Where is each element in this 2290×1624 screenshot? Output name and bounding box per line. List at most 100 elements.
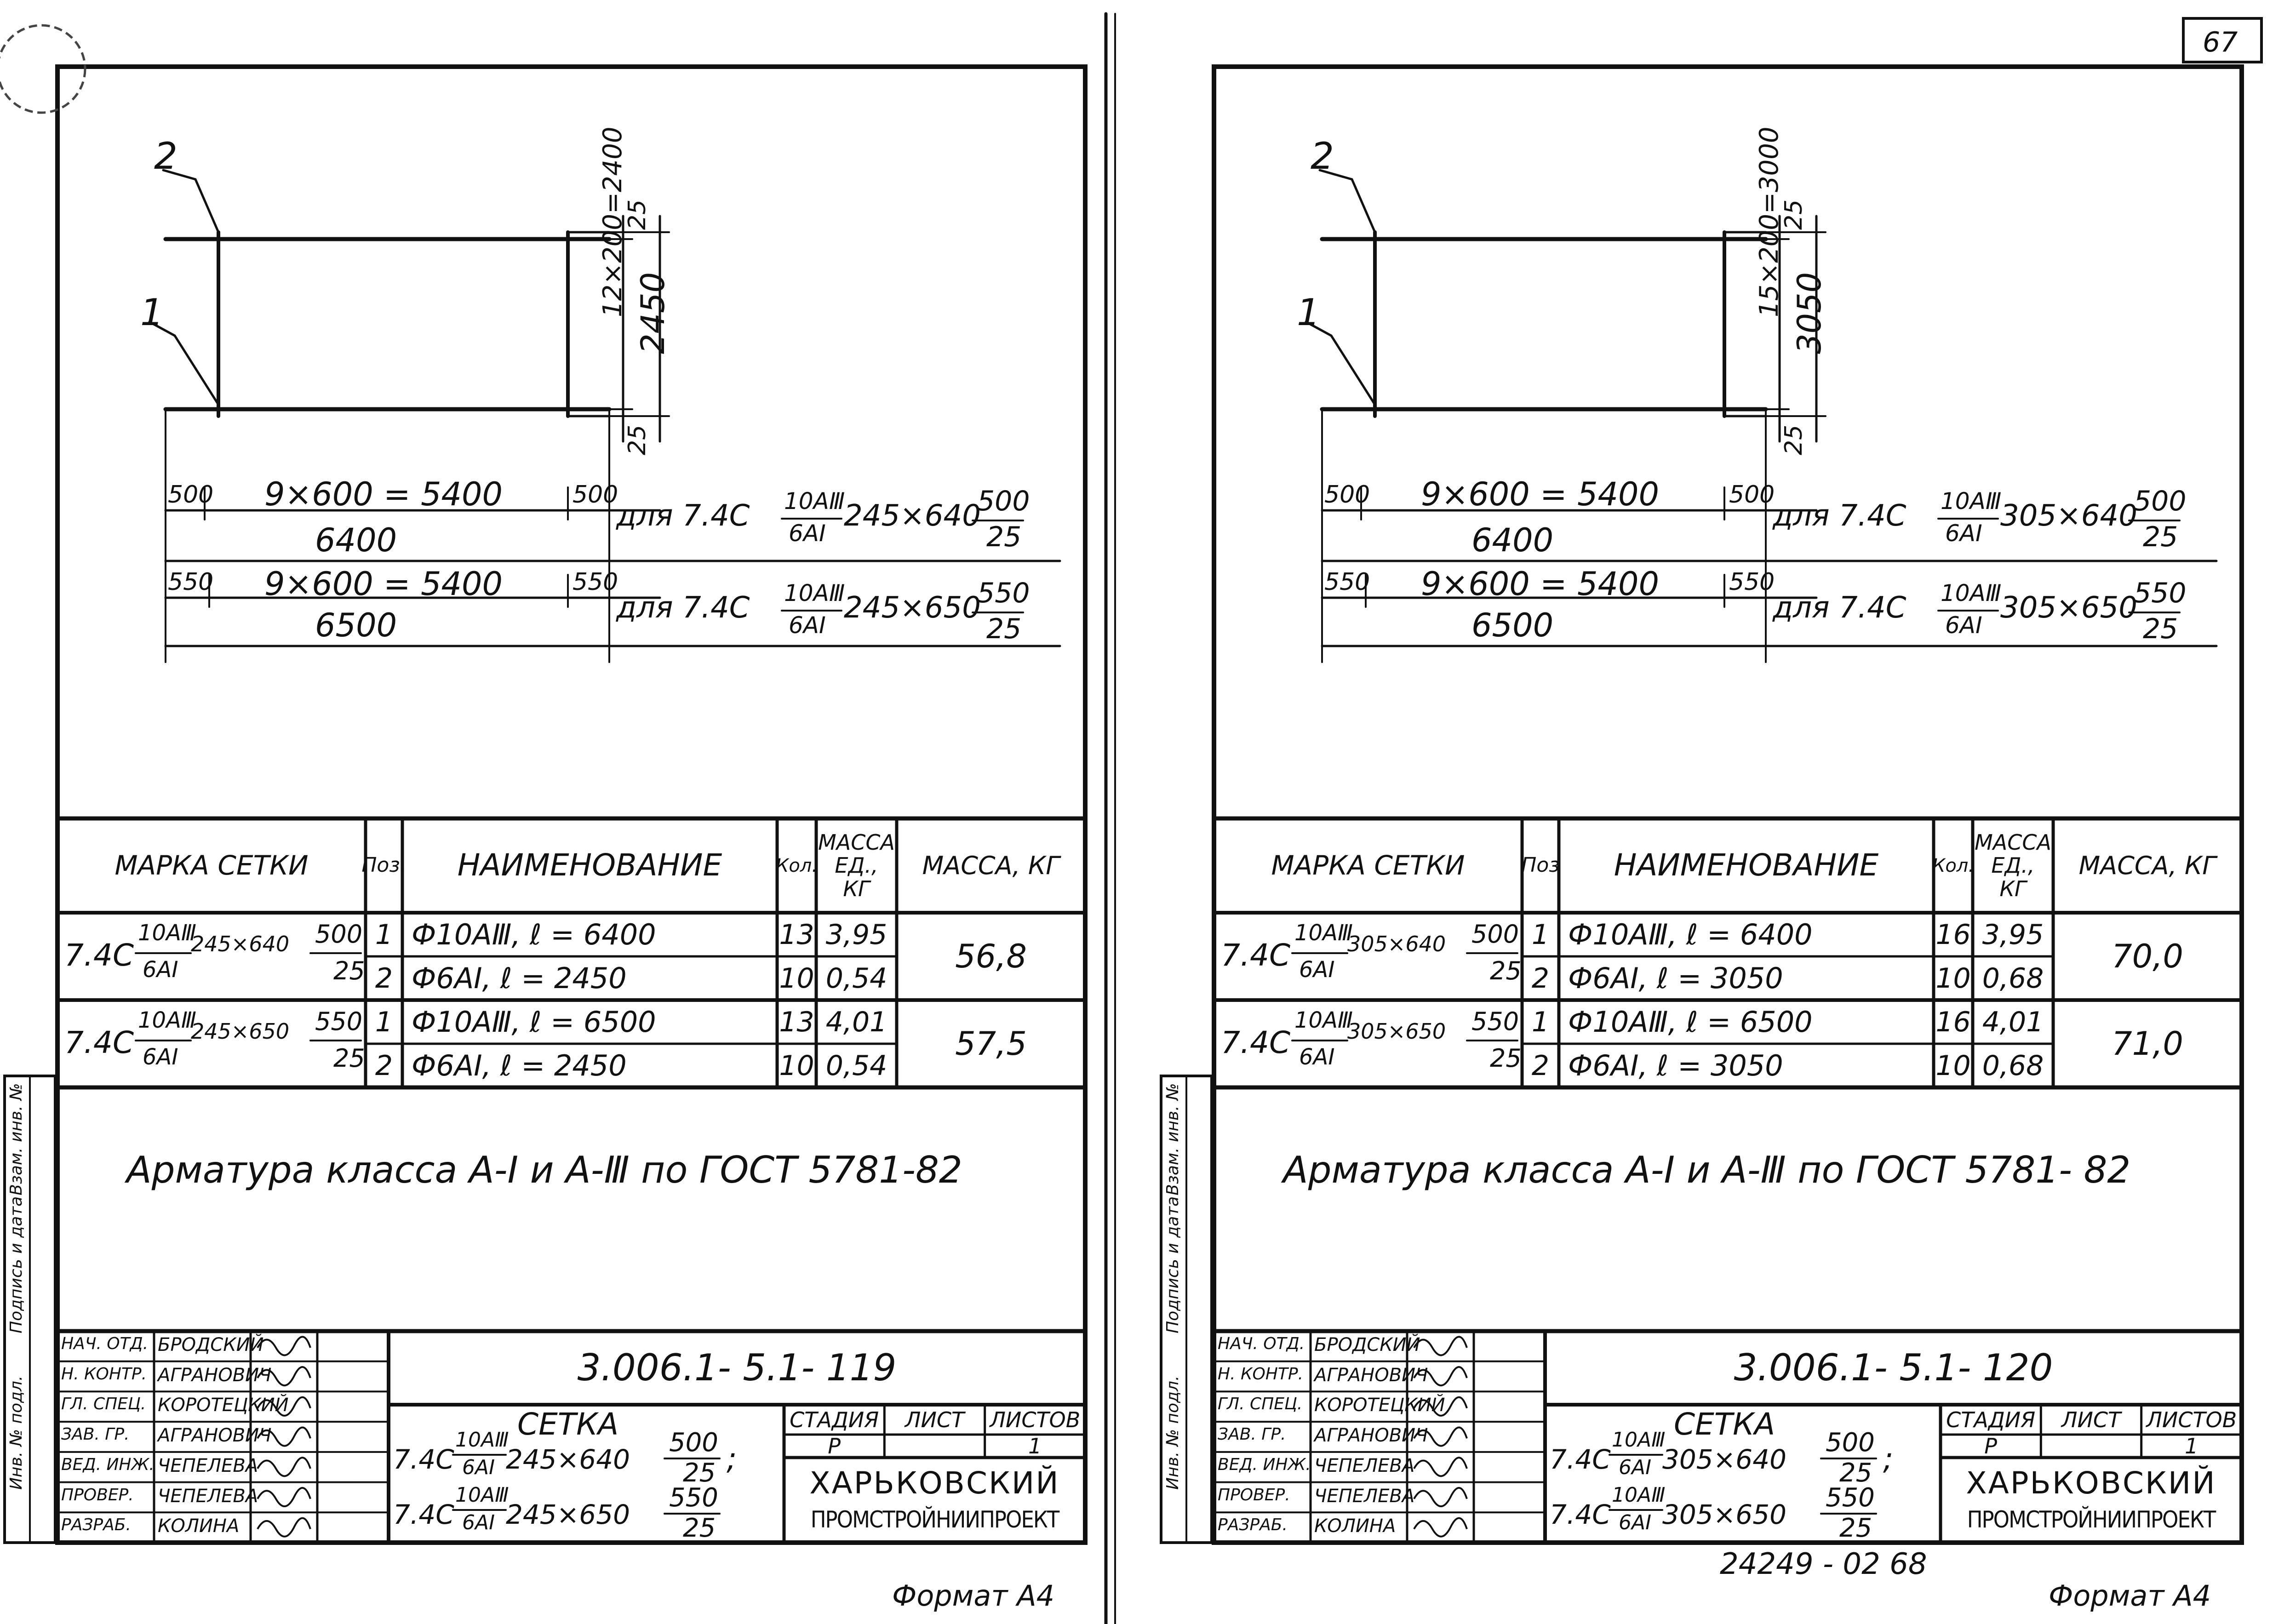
row-pos: 2 (375, 962, 393, 995)
note-row2-frac-top: 550 (2134, 577, 2187, 609)
document-number: 3.006.1- 5.1- 119 (577, 1346, 897, 1389)
signature (257, 1517, 311, 1538)
title-mark-top: 10АⅢ (455, 1428, 509, 1452)
dim-row1-middle: 9×600 = 5400 (264, 475, 503, 513)
sheets-value: 1 (1028, 1434, 1042, 1458)
mark-size: 305×650 (1347, 1019, 1446, 1044)
signature (257, 1396, 311, 1417)
person-role: НАЧ. ОТД. (61, 1334, 149, 1353)
person-role: Н. КОНТР. (61, 1364, 147, 1384)
note-row1-prefix: для 7.4С (616, 499, 750, 533)
row-unit-mass: 4,01 (825, 1006, 887, 1038)
stage-label: СТАДИЯ (790, 1407, 879, 1432)
side-label: Взам. инв. № (7, 1083, 26, 1195)
sheets-value: 1 (2185, 1434, 2198, 1458)
title-frac-bottom: 25 (683, 1513, 716, 1543)
group-total-mass: 56,8 (955, 938, 1027, 975)
leader-2 (1351, 178, 1376, 234)
person-name: КОЛИНА (158, 1515, 240, 1537)
leader-1 (148, 320, 176, 337)
mark-frac-bottom: 25 (1490, 956, 1522, 985)
title-mark-prefix: 7.4С (393, 1444, 454, 1475)
title-mark-prefix: 7.4С (1550, 1444, 1611, 1475)
mark-size: 245×640 (191, 932, 290, 956)
row-name: Ф10АⅢ, ℓ = 6500 (412, 1005, 656, 1039)
title-mark-size: 245×650 (506, 1499, 630, 1530)
title-mark-top: 10АⅢ (1612, 1483, 1666, 1507)
dim-row1-right: 500 (572, 481, 618, 509)
note-row2-frac-bottom: 25 (2143, 613, 2178, 645)
note-row1-top: 10АⅢ (784, 488, 845, 515)
row-pos: 2 (1531, 962, 1550, 995)
person-name: КОЛИНА (1314, 1515, 1396, 1537)
note-row1-size: 245×640 (844, 499, 981, 533)
header-pos: Поз. (361, 853, 406, 877)
archive-number: 24249 - 02 68 (1720, 1547, 1927, 1581)
note-row2-frac-bottom: 25 (986, 613, 1022, 645)
product-title: СЕТКА (517, 1407, 619, 1442)
vertical-dimension-outer: 2450 (634, 272, 672, 354)
document-number: 3.006.1- 5.1- 120 (1734, 1346, 2053, 1389)
note-row1-bottom: 6АⅠ (1945, 520, 1982, 547)
mark-frac-top: 500 (315, 920, 363, 949)
row-unit-mass: 0,68 (1982, 962, 2044, 995)
dim-row1-left: 500 (1324, 481, 1370, 509)
mark-fraction-top: 10АⅢ (138, 1007, 197, 1033)
sheet-frame (1212, 64, 2244, 1545)
person-role: ЗАВ. ГР. (61, 1425, 130, 1444)
dim-row1-middle: 9×600 = 5400 (1421, 475, 1660, 513)
signature (1413, 1426, 1468, 1447)
row-unit-mass: 0,68 (1982, 1049, 2044, 1082)
person-name: ЧЕПЕЛЕВА (1314, 1455, 1415, 1476)
organization-name: ХАРЬКОВСКИЙ (1966, 1465, 2216, 1501)
row-qty: 13 (779, 1006, 814, 1038)
row-unit-mass: 3,95 (825, 918, 887, 951)
row-name: Ф6АⅠ, ℓ = 2450 (412, 961, 627, 995)
mark-prefix: 7.4С (64, 1025, 134, 1060)
side-label: Подпись и дата (1163, 1196, 1182, 1333)
row-qty: 16 (1935, 1006, 1971, 1038)
person-name: ЧЕПЕЛЕВА (158, 1455, 258, 1476)
title-frac-top: 550 (1826, 1483, 1875, 1513)
dim-row1-left: 500 (168, 481, 214, 509)
dim-row2-right: 550 (1729, 568, 1775, 596)
organization-name: ХАРЬКОВСКИЙ (809, 1465, 1060, 1501)
mark-size: 305×640 (1347, 932, 1446, 956)
dim-row2-middle: 9×600 = 5400 (1421, 565, 1660, 603)
signature (257, 1426, 311, 1447)
page-number: 67 (2203, 26, 2238, 58)
title-mark-size: 245×640 (506, 1444, 630, 1475)
header-qty: Кол. (1932, 855, 1975, 876)
mark-frac-bottom: 25 (333, 1044, 365, 1073)
title-mark-bottom: 6АⅠ (462, 1456, 495, 1479)
dim-row2-total: 6500 (1471, 606, 1554, 644)
stage-value: Р (1984, 1434, 1998, 1458)
header-pos: Поз (1521, 853, 1560, 877)
title-mark-top: 10АⅢ (455, 1483, 509, 1507)
stage-label: СТАДИЯ (1946, 1407, 2036, 1432)
mark-prefix: 7.4С (1221, 1025, 1291, 1060)
dim-row2-middle: 9×600 = 5400 (264, 565, 503, 603)
person-name: КОРОТЕЦКИЙ (158, 1395, 289, 1416)
note-row1-bottom: 6АⅠ (789, 520, 826, 547)
row-name: Ф10АⅢ, ℓ = 6400 (1568, 917, 1813, 951)
format-caption: Формат А4 (892, 1579, 1055, 1613)
sheets-label: ЛИСТОВ (2146, 1407, 2237, 1432)
person-role: ПРОВЕР. (61, 1485, 134, 1504)
header-mass: МАССА, КГ (922, 851, 1060, 880)
note-row1-frac-bottom: 25 (986, 521, 1022, 553)
dim-row1-total: 6400 (1471, 521, 1554, 559)
signature (1413, 1336, 1468, 1356)
row-pos: 1 (375, 1006, 393, 1038)
vertical-dimension-top: 25 (1780, 199, 1808, 230)
title-frac-top: 500 (669, 1428, 718, 1458)
mark-fraction-top: 10АⅢ (1294, 1007, 1353, 1033)
title-mark-bottom: 6АⅠ (462, 1511, 495, 1534)
note-row1-top: 10АⅢ (1941, 488, 2002, 515)
row-qty: 13 (779, 918, 814, 951)
title-separator: ; (1883, 1441, 1894, 1476)
vertical-dimension-bottom: 25 (1780, 424, 1808, 455)
group-total-mass: 70,0 (2112, 938, 2183, 975)
person-role: ВЕД. ИНЖ. (1218, 1455, 1311, 1474)
mark-prefix: 7.4С (1221, 938, 1291, 973)
